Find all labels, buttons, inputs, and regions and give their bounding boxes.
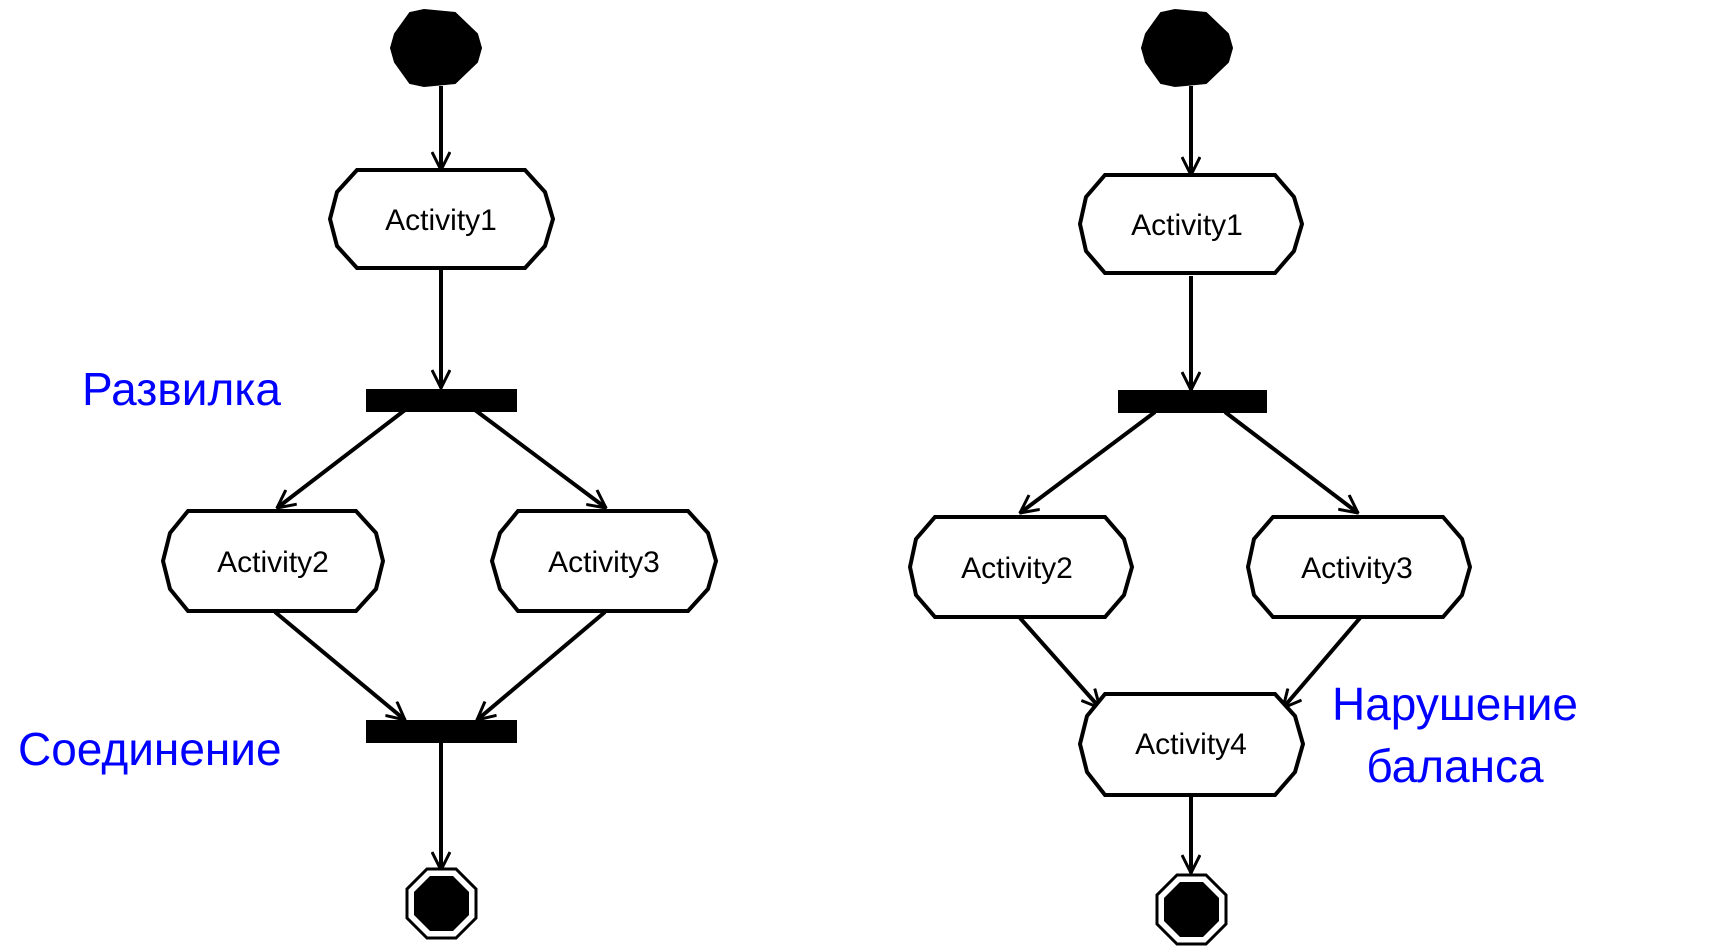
right-activity-diagram: Activity1 Activity2 Activity3 Activity4 … <box>907 8 1578 946</box>
activity1-label: Activity1 <box>385 204 497 237</box>
edge-fork-to-activity3 <box>1223 410 1358 513</box>
activity1-node[interactable]: Activity1 <box>327 168 556 270</box>
final-state-icon <box>1155 873 1228 946</box>
activity2-label: Activity2 <box>217 546 329 579</box>
activity2-node[interactable]: Activity2 <box>907 515 1135 619</box>
edge-fork-to-activity2 <box>1020 410 1157 513</box>
activity4-label: Activity4 <box>1135 728 1247 761</box>
edge-fork-to-activity3 <box>473 408 606 508</box>
edge-activity2-to-join <box>273 610 405 720</box>
join-annotation: Соединение <box>18 723 282 775</box>
fork-bar <box>1118 390 1267 413</box>
final-state-icon <box>405 867 478 940</box>
imbalance-annotation-line1: Нарушение <box>1332 678 1578 730</box>
initial-state-icon <box>1140 8 1234 88</box>
edge-activity3-to-activity4 <box>1283 616 1362 708</box>
activity1-label: Activity1 <box>1131 209 1243 242</box>
edge-activity2-to-activity4 <box>1018 616 1100 708</box>
activity2-node[interactable]: Activity2 <box>160 509 386 613</box>
activity3-label: Activity3 <box>548 546 660 579</box>
activity4-node[interactable]: Activity4 <box>1077 692 1306 797</box>
activity3-node[interactable]: Activity3 <box>489 509 719 613</box>
activity1-node[interactable]: Activity1 <box>1077 173 1305 275</box>
imbalance-annotation-line2: баланса <box>1366 740 1544 792</box>
left-activity-diagram: Activity1 Activity2 Activity3 Развилка С… <box>18 8 719 940</box>
fork-annotation: Развилка <box>82 363 281 415</box>
fork-bar <box>366 389 517 412</box>
activity3-node[interactable]: Activity3 <box>1245 515 1473 619</box>
edge-fork-to-activity2 <box>277 408 407 508</box>
initial-state-icon <box>389 8 483 88</box>
activity2-label: Activity2 <box>961 552 1073 585</box>
edge-activity3-to-join <box>477 610 607 720</box>
activity3-label: Activity3 <box>1301 552 1413 585</box>
join-bar <box>366 720 517 743</box>
